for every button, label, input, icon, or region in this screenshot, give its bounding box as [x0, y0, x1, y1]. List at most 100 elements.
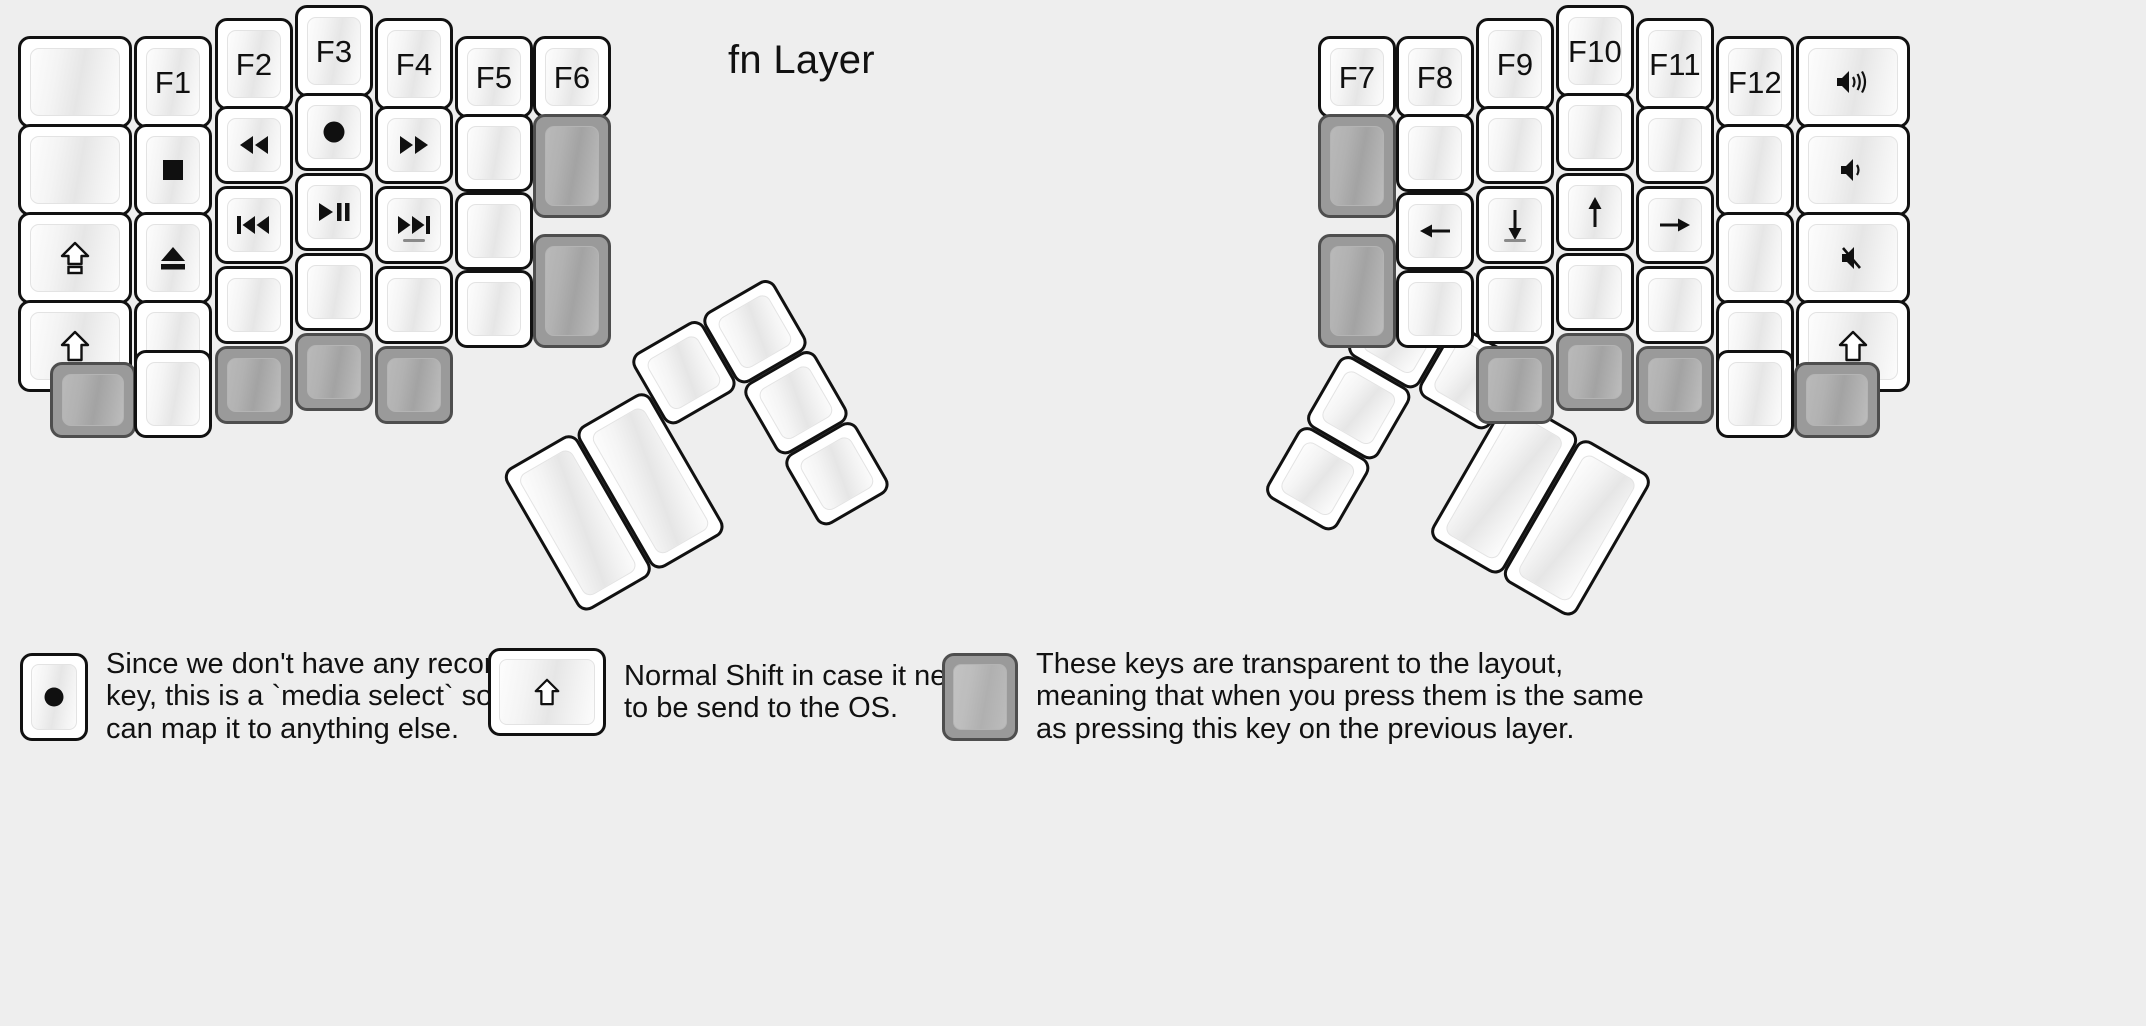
key-right-c7-r3-volume-mute[interactable]: [1796, 212, 1910, 304]
key-right-c6-r3[interactable]: [1716, 212, 1794, 304]
key-left-c7-r1-f6[interactable]: F6: [533, 36, 611, 118]
keycap-face: [467, 204, 521, 258]
key-left-c2-r1-f1[interactable]: F1: [134, 36, 212, 128]
key-right-c2-r1-f8[interactable]: F8: [1396, 36, 1474, 118]
key-right-c3-r3-arrow-down[interactable]: [1476, 186, 1554, 264]
key-left-c1-r2[interactable]: [18, 124, 132, 216]
keycap-face: F10: [1568, 17, 1622, 85]
key-right-c3-r5-transparent[interactable]: [1476, 346, 1554, 424]
key-left-c5-r5-transparent[interactable]: [375, 346, 453, 424]
keycap-face: [1728, 362, 1782, 426]
key-right-c2-r4[interactable]: [1396, 270, 1474, 348]
key-right-c2-r2[interactable]: [1396, 114, 1474, 192]
key-right-c6-r5[interactable]: [1716, 350, 1794, 438]
key-right-c5-r3-arrow-right[interactable]: [1636, 186, 1714, 264]
media-next-icon: [398, 216, 430, 234]
key-left-c5-r3-media-next[interactable]: [375, 186, 453, 264]
keycap-face: [1806, 374, 1868, 426]
key-right-c5-r4[interactable]: [1636, 266, 1714, 344]
key-left-c1-r3-caps-lock[interactable]: [18, 212, 132, 304]
legend-key-transparent: [942, 652, 1018, 741]
key-left-c4-r3-media-play-pause[interactable]: [295, 173, 373, 251]
key-right-c1-r2-transparent[interactable]: [1318, 114, 1396, 218]
key-right-c3-r4[interactable]: [1476, 266, 1554, 344]
legend-key-shift: [488, 648, 606, 736]
keycap-face: [1488, 198, 1542, 252]
keycap-face: F8: [1408, 48, 1462, 106]
key-left-c7-r2-transparent[interactable]: [533, 114, 611, 218]
key-right-c7-r1-volume-up[interactable]: [1796, 36, 1910, 128]
key-label: F11: [1649, 46, 1701, 82]
key-left-c3-r1-f2[interactable]: F2: [215, 18, 293, 110]
key-right-c5-r2[interactable]: [1636, 106, 1714, 184]
key-right-c4-r1-f10[interactable]: F10: [1556, 5, 1634, 97]
key-left-c2-r5[interactable]: [134, 350, 212, 438]
shift-icon: [1838, 330, 1868, 362]
key-right-c6-r1-f12[interactable]: F12: [1716, 36, 1794, 128]
keycap-face: F9: [1488, 30, 1542, 98]
keycap-face: [227, 278, 281, 332]
keycap-face: [62, 374, 124, 426]
keycap-face: [545, 246, 599, 336]
keycap-face: [797, 434, 877, 514]
key-left-c4-r4[interactable]: [295, 253, 373, 331]
key-left-c3-r4[interactable]: [215, 266, 293, 344]
key-right-c5-r1-f11[interactable]: F11: [1636, 18, 1714, 110]
keycap-face: [387, 358, 441, 412]
keycap-face: [1568, 345, 1622, 399]
key-right-c6-r2[interactable]: [1716, 124, 1794, 216]
volume-down-icon: [1841, 159, 1860, 181]
keycap-face: F11: [1648, 30, 1702, 98]
key-left-c1-r5-transparent[interactable]: [50, 362, 136, 438]
key-label: F4: [395, 46, 433, 82]
volume-mute-icon: [1842, 247, 1861, 269]
keycap-face: [756, 363, 836, 443]
key-left-c5-r1-f4[interactable]: F4: [375, 18, 453, 110]
keycap-face: F6: [545, 48, 599, 106]
key-left-c4-r2-media-record[interactable]: [295, 93, 373, 171]
key-right-c5-r5-transparent[interactable]: [1636, 346, 1714, 424]
key-right-c4-r2[interactable]: [1556, 93, 1634, 171]
key-left-c1-r1[interactable]: [18, 36, 132, 128]
caps-lock-icon: [60, 241, 90, 275]
arrow-left-icon: [1420, 224, 1450, 238]
keycap-face: [307, 345, 361, 399]
key-left-c3-r2-media-rewind[interactable]: [215, 106, 293, 184]
key-left-c6-r2[interactable]: [455, 114, 533, 192]
keycap-face: [1488, 118, 1542, 172]
key-label: F5: [475, 59, 513, 95]
key-right-c4-r5-transparent[interactable]: [1556, 333, 1634, 411]
key-left-c5-r2-media-fast-forward[interactable]: [375, 106, 453, 184]
keycap-face: [953, 663, 1007, 730]
media-record-icon: [323, 121, 345, 143]
key-left-c7-r3-transparent[interactable]: [533, 234, 611, 348]
key-left-c4-r5-transparent[interactable]: [295, 333, 373, 411]
key-right-c3-r1-f9[interactable]: F9: [1476, 18, 1554, 110]
key-left-c6-r1-f5[interactable]: F5: [455, 36, 533, 118]
key-right-c1-r1-f7[interactable]: F7: [1318, 36, 1396, 118]
media-play-pause-icon: [319, 203, 350, 221]
key-right-c4-r4[interactable]: [1556, 253, 1634, 331]
keycap-face: F12: [1728, 48, 1782, 116]
homing-bar: [1504, 239, 1526, 242]
key-right-c3-r2[interactable]: [1476, 106, 1554, 184]
keycap-face: [307, 185, 361, 239]
key-left-c4-r1-f3[interactable]: F3: [295, 5, 373, 97]
key-left-c3-r3-media-previous[interactable]: [215, 186, 293, 264]
keycap-face: [1488, 358, 1542, 412]
key-left-c3-r5-transparent[interactable]: [215, 346, 293, 424]
key-right-c7-r5-transparent[interactable]: [1794, 362, 1880, 438]
key-left-c5-r4[interactable]: [375, 266, 453, 344]
key-left-c6-r3[interactable]: [455, 192, 533, 270]
key-left-c2-r2-media-stop[interactable]: [134, 124, 212, 216]
keycap-face: [30, 136, 120, 204]
key-right-c2-r3-arrow-left[interactable]: [1396, 192, 1474, 270]
keycap-face: [1728, 224, 1782, 292]
key-right-c7-r2-volume-down[interactable]: [1796, 124, 1910, 216]
keycap-face: [387, 198, 441, 252]
key-left-c6-r4[interactable]: [455, 270, 533, 348]
key-left-c2-r3-media-eject[interactable]: [134, 212, 212, 304]
key-right-c4-r3-arrow-up[interactable]: [1556, 173, 1634, 251]
key-right-c1-r3-transparent[interactable]: [1318, 234, 1396, 348]
